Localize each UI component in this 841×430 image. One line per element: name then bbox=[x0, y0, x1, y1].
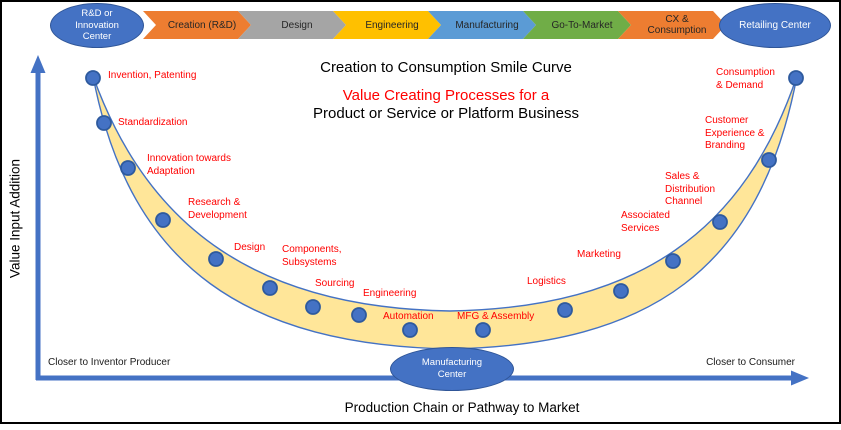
curve-point-dot bbox=[96, 115, 112, 131]
title-line-3: Product or Service or Platform Business bbox=[313, 105, 579, 122]
process-step-manufacturing: Manufacturing bbox=[428, 11, 536, 39]
curve-point-dot bbox=[155, 212, 171, 228]
curve-point-dot bbox=[712, 214, 728, 230]
closer-to-consumer-hint: Closer to Consumer bbox=[706, 357, 795, 368]
process-step-go-to-market: Go-To-Market bbox=[523, 11, 631, 39]
curve-point-dot bbox=[85, 70, 101, 86]
rd-innovation-center-ellipse: R&D or Innovation Center bbox=[50, 3, 144, 48]
curve-point-dot bbox=[305, 299, 321, 315]
title-line-2: Value Creating Processes for a bbox=[342, 87, 550, 104]
title-line-1: Creation to Consumption Smile Curve bbox=[320, 59, 572, 76]
process-step-cx-consumption: CX & Consumption bbox=[618, 11, 726, 39]
y-axis-line bbox=[35, 70, 41, 380]
x-axis-label: Production Chain or Pathway to Market bbox=[344, 400, 580, 415]
curve-point-dot bbox=[665, 253, 681, 269]
curve-point-dot bbox=[475, 322, 491, 338]
process-step-engineering: Engineering bbox=[333, 11, 441, 39]
process-step-design: Design bbox=[238, 11, 346, 39]
closer-to-inventor-hint: Closer to Inventor Producer bbox=[48, 357, 171, 368]
manufacturing-center-ellipse: Manufacturing Center bbox=[390, 347, 514, 391]
x-axis-arrow-icon bbox=[791, 370, 809, 386]
curve-point-dot bbox=[120, 160, 136, 176]
process-step-creation: Creation (R&D) bbox=[143, 11, 251, 39]
retailing-center-ellipse: Retailing Center bbox=[719, 3, 831, 48]
curve-point-dot bbox=[262, 280, 278, 296]
curve-point-dot bbox=[613, 283, 629, 299]
curve-point-dot bbox=[557, 302, 573, 318]
curve-point-dot bbox=[761, 152, 777, 168]
curve-dots bbox=[85, 70, 804, 338]
curve-point-dot bbox=[402, 322, 418, 338]
y-axis-arrow-icon bbox=[30, 55, 46, 73]
y-axis-label: Value Input Addition bbox=[7, 158, 23, 279]
curve-point-dot bbox=[351, 307, 367, 323]
curve-point-dot bbox=[788, 70, 804, 86]
curve-point-dot bbox=[208, 251, 224, 267]
